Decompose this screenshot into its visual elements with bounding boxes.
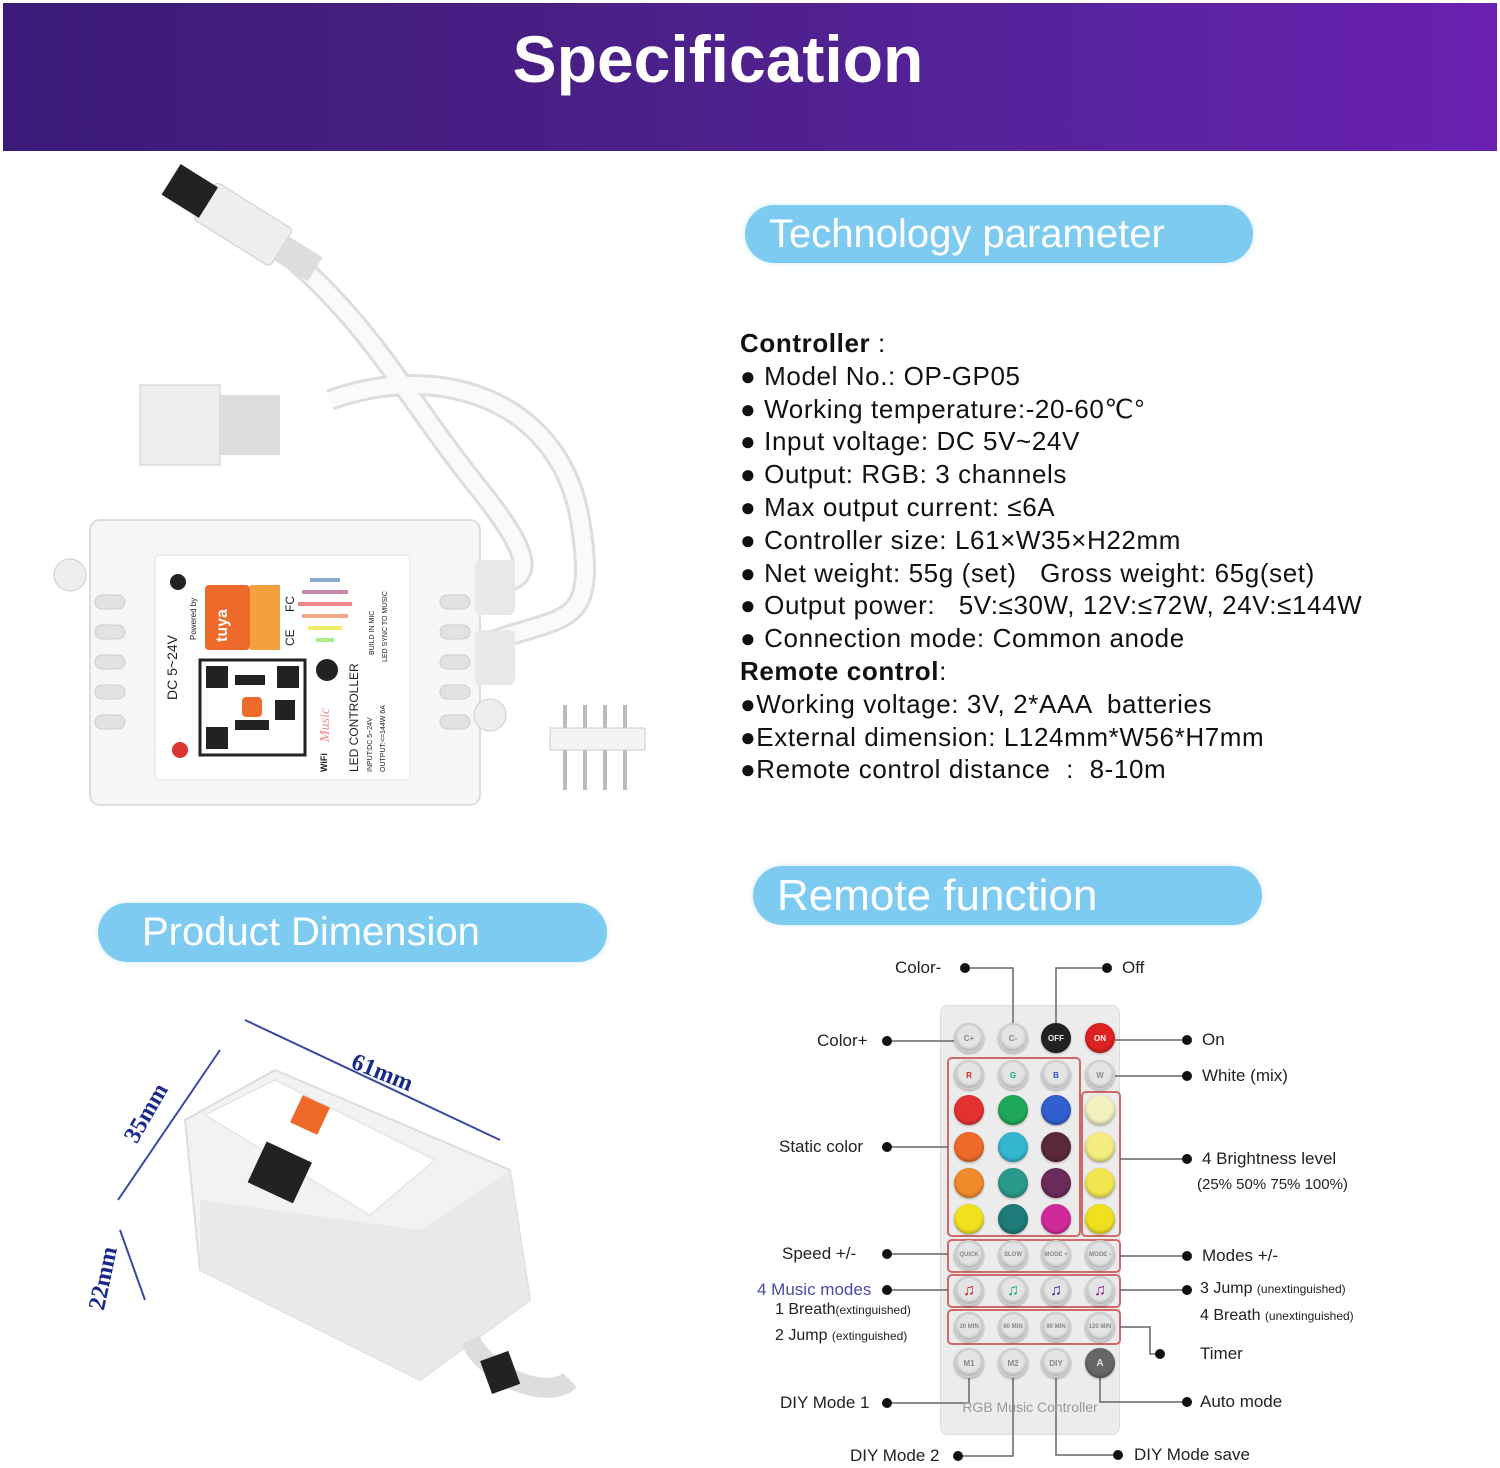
static-color-button[interactable] xyxy=(1041,1204,1071,1234)
label-color-plus: Color+ xyxy=(817,1031,868,1050)
timer-90-button[interactable]: 90 MIN xyxy=(1041,1312,1071,1342)
static-color-button[interactable] xyxy=(954,1168,984,1198)
static-color-button[interactable] xyxy=(1041,1095,1071,1125)
color-minus-button[interactable]: C- xyxy=(998,1023,1028,1053)
label-brightness: 4 Brightness level xyxy=(1202,1149,1337,1168)
static-color-button[interactable] xyxy=(998,1095,1028,1125)
music-mode-1-button[interactable]: ♫ xyxy=(954,1276,984,1306)
label-diy-mode-save: DIY Mode save xyxy=(1134,1445,1250,1464)
timer-30-button[interactable]: 30 MIN xyxy=(954,1312,984,1342)
label-diy-mode-1: DIY Mode 1 xyxy=(780,1393,870,1412)
label-breath-4: 4 Breath (unextinguished) xyxy=(1200,1307,1354,1325)
auto-mode-button[interactable]: A xyxy=(1085,1348,1115,1378)
label-music-modes: 4 Music modes xyxy=(757,1280,872,1299)
color-plus-button[interactable]: C+ xyxy=(954,1023,984,1053)
controller-colon: : xyxy=(870,328,886,358)
diy-m2-button[interactable]: M2 xyxy=(998,1348,1028,1378)
static-color-button[interactable] xyxy=(998,1132,1028,1162)
dimension-product-image xyxy=(117,1019,578,1398)
white-button[interactable]: W xyxy=(1085,1060,1115,1090)
spec-item: ● Input voltage: DC 5V~24V xyxy=(740,426,1080,457)
controller-product-image xyxy=(53,164,646,806)
breath-1-text: 1 Breath xyxy=(775,1301,836,1318)
static-color-button[interactable] xyxy=(954,1204,984,1234)
label-jump-3: 3 Jump (unextinguished) xyxy=(1200,1280,1346,1298)
header-banner: Specification xyxy=(3,3,1497,151)
spec-item: ● Controller size: L61×W35×H22mm xyxy=(740,524,1181,555)
quick-button[interactable]: QUICK xyxy=(954,1240,984,1270)
spec-item: ● Working temperature:-20-60℃° xyxy=(740,393,1146,424)
label-off: Off xyxy=(1122,958,1145,977)
spec-item: ● Output: RGB: 3 channels xyxy=(740,459,1067,490)
static-color-button[interactable] xyxy=(1041,1132,1071,1162)
brightness-50-button[interactable] xyxy=(1085,1132,1115,1162)
jump-3-note: (unextinguished) xyxy=(1256,1282,1346,1296)
breath-4-text: 4 Breath xyxy=(1200,1307,1261,1324)
mode-minus-button[interactable]: MODE - xyxy=(1085,1240,1115,1270)
label-on: On xyxy=(1202,1030,1225,1049)
music-mode-2-button[interactable]: ♫ xyxy=(998,1276,1028,1306)
label-white: White (mix) xyxy=(1202,1066,1288,1085)
technology-parameter-heading: Technology parameter xyxy=(745,205,1253,263)
label-brightness-levels: (25% 50% 75% 100%) xyxy=(1197,1176,1348,1193)
diy-save-button[interactable]: DIY xyxy=(1041,1348,1071,1378)
diy-m1-button[interactable]: M1 xyxy=(954,1348,984,1378)
static-color-button[interactable] xyxy=(1041,1168,1071,1198)
timer-120-button[interactable]: 120 MIN xyxy=(1085,1312,1115,1342)
controller-heading: Controller xyxy=(740,328,871,358)
static-color-button[interactable] xyxy=(998,1168,1028,1198)
blue-button[interactable]: B xyxy=(1041,1060,1071,1090)
spec-item: ●Remote control distance : 8-10m xyxy=(740,754,1167,785)
jump-3-text: 3 Jump xyxy=(1200,1280,1253,1297)
static-color-button[interactable] xyxy=(954,1132,984,1162)
spec-list: Controller : ● Model No.: OP-GP05 ● Work… xyxy=(740,327,1362,786)
label-static-color: Static color xyxy=(779,1137,864,1156)
spec-item: ● Max output current: ≤6A xyxy=(740,491,1056,522)
remote-heading: Remote control xyxy=(740,655,940,686)
spec-item: ● Model No.: OP-GP05 xyxy=(740,360,1021,391)
label-modes: Modes +/- xyxy=(1202,1246,1279,1265)
label-speed: Speed +/- xyxy=(782,1244,857,1263)
breath-1-note: (extinguished) xyxy=(835,1303,911,1317)
green-button[interactable]: G xyxy=(998,1060,1028,1090)
off-button[interactable]: OFF xyxy=(1041,1023,1071,1053)
spec-item: ●Working voltage: 3V, 2*AAA batteries xyxy=(740,688,1213,719)
remote-function-heading: Remote function xyxy=(753,866,1262,925)
static-color-button[interactable] xyxy=(954,1095,984,1125)
brightness-25-button[interactable] xyxy=(1085,1095,1115,1125)
slow-button[interactable]: SLOW xyxy=(998,1240,1028,1270)
remote-brand-label: RGB Music Controller xyxy=(962,1399,1098,1415)
label-color-minus: Color- xyxy=(895,958,942,977)
breath-4-note: (unextinguished) xyxy=(1264,1309,1354,1323)
mode-plus-button[interactable]: MODE + xyxy=(1041,1240,1071,1270)
on-button[interactable]: ON xyxy=(1085,1023,1115,1053)
remote-colon: : xyxy=(939,655,947,686)
spec-item: ●External dimension: L124mm*W56*H7mm xyxy=(740,721,1265,752)
music-mode-4-button[interactable]: ♫ xyxy=(1085,1276,1115,1306)
label-timer: Timer xyxy=(1200,1344,1243,1363)
jump-2-note: (extinguished) xyxy=(831,1329,908,1343)
brightness-100-button[interactable] xyxy=(1085,1204,1115,1234)
static-color-button[interactable] xyxy=(998,1204,1028,1234)
brightness-75-button[interactable] xyxy=(1085,1168,1115,1198)
label-diy-mode-2: DIY Mode 2 xyxy=(850,1446,940,1465)
timer-60-button[interactable]: 60 MIN xyxy=(998,1312,1028,1342)
label-breath-1: 1 Breath(extinguished) xyxy=(775,1301,911,1319)
page-title: Specification xyxy=(512,22,924,96)
spec-item: ● Output power: 5V:≤30W, 12V:≤72W, 24V:≤… xyxy=(740,590,1363,621)
spec-item: ● Connection mode: Common anode xyxy=(740,623,1185,654)
product-dimension-heading: Product Dimension xyxy=(98,903,607,962)
jump-2-text: 2 Jump xyxy=(775,1327,828,1344)
red-button[interactable]: R xyxy=(954,1060,984,1090)
music-mode-3-button[interactable]: ♫ xyxy=(1041,1276,1071,1306)
spec-item: ● Net weight: 55g (set) Gross weight: 65… xyxy=(740,557,1315,588)
label-auto-mode: Auto mode xyxy=(1200,1392,1283,1411)
label-jump-2: 2 Jump (extinguished) xyxy=(775,1327,907,1345)
